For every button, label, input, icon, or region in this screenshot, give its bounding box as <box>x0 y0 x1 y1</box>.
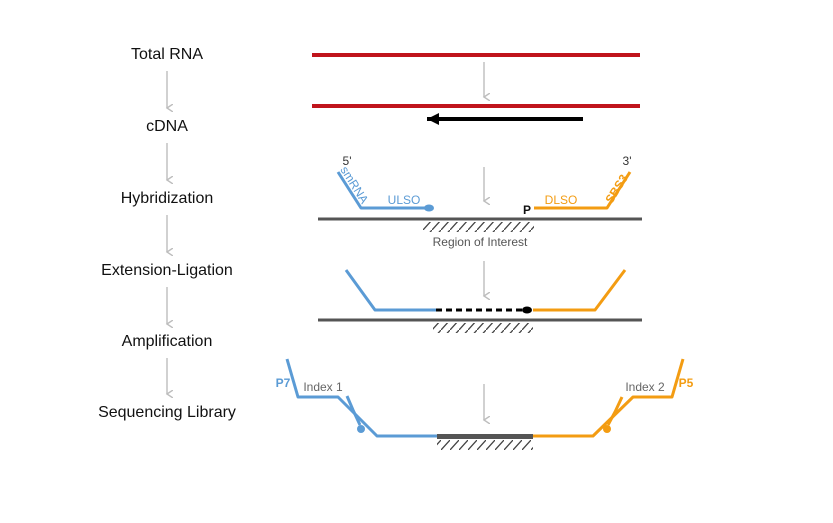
ext-upstream-probe <box>344 269 436 312</box>
index2-primer <box>606 396 624 426</box>
index2-primer-end <box>603 425 611 433</box>
dlso-label: DLSO <box>545 193 578 207</box>
five-prime-label: 5' <box>343 154 352 168</box>
index2-label: Index 2 <box>625 380 665 394</box>
library-insert <box>437 434 533 439</box>
ulso-probe <box>336 171 428 210</box>
p7-label: P7 <box>276 376 291 390</box>
step-cdna: cDNA <box>146 118 188 135</box>
hyb-region-hatch <box>423 222 534 232</box>
p5-label: P5 <box>679 376 694 390</box>
step-hybridization: Hybridization <box>121 190 213 207</box>
extension-end <box>522 306 532 314</box>
step-sequencing-library: Sequencing Library <box>98 404 236 421</box>
index1-primer <box>345 395 362 426</box>
ulso-probe-end <box>424 204 434 212</box>
ext-region-hatch <box>433 323 533 333</box>
step-extension-ligation: Extension-Ligation <box>101 262 233 279</box>
step-amplification: Amplification <box>122 333 213 350</box>
library-downstream-strand <box>533 358 685 438</box>
sbs3-label: SBS3 <box>602 172 631 206</box>
three-prime-label: 3' <box>623 154 632 168</box>
step-total-rna: Total RNA <box>131 46 203 63</box>
ulso-label: ULSO <box>388 193 421 207</box>
phosphate-label: P <box>523 203 531 217</box>
index1-label: Index 1 <box>303 380 343 394</box>
region-of-interest-label: Region of Interest <box>433 235 528 249</box>
ext-downstream-probe <box>533 269 627 312</box>
index1-primer-end <box>357 425 365 433</box>
library-upstream-strand <box>285 358 437 438</box>
library-region-hatch <box>437 440 533 450</box>
dlso-probe <box>534 171 632 210</box>
